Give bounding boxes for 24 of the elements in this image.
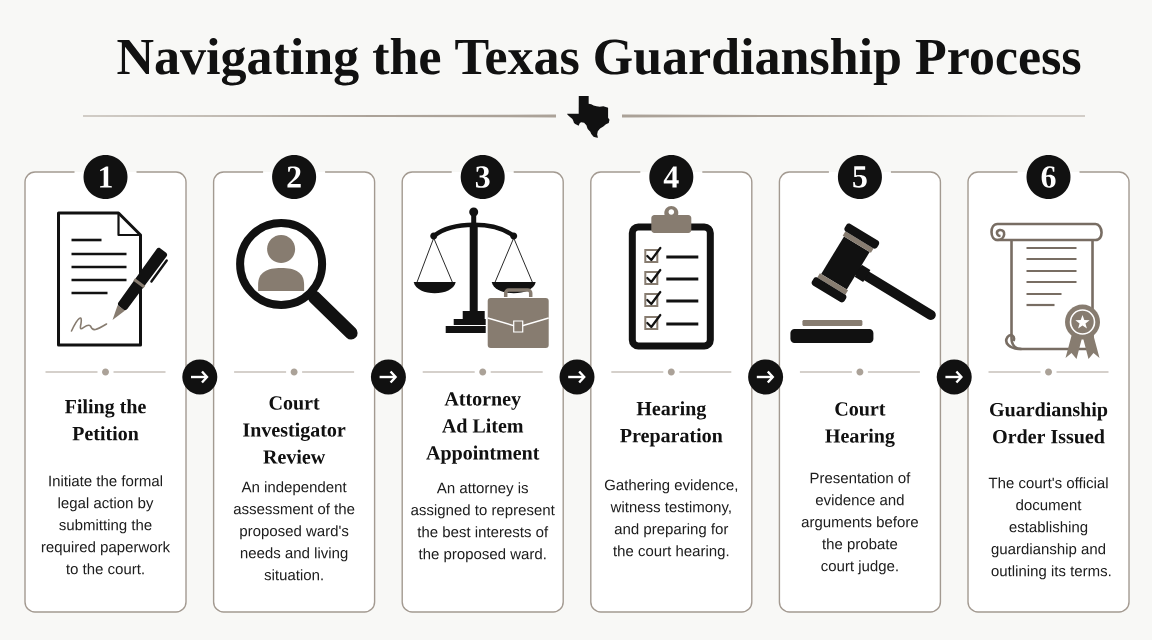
step-description: Gathering evidence, witness testimony, and preparing for the court hearing. [604,479,738,560]
step-number: 5 [837,155,882,199]
step-title: Filing the Petition [65,399,146,441]
step-description: An attorney is assigned to represent the best interests of the proposed ward. [411,482,555,563]
step-title: Guardianship Order Issued [990,402,1108,444]
circled-arrow [182,359,218,395]
step-title: Court Hearing [825,402,895,447]
step-description: An independent assessment of the proposed ward's needs and living situation. [233,481,355,581]
step-title: Court Investigator Review [243,396,346,464]
step-number: 4 [649,155,694,199]
title: Navigating the Texas Guardianship Process [117,37,1081,86]
step-description: Presentation of evidence and arguments before the probate court judge. [801,472,918,575]
step-description: The court's official document establishing guardianship and outlining its terms. [988,477,1111,580]
step-description: Initiate the formal legal action by submitting the required paperwork to the court. [41,475,171,575]
step-number: 3 [460,155,505,199]
circled-arrow [370,359,406,395]
circled-arrow [748,359,784,395]
circled-arrow [936,359,972,395]
step-title: Attorney Ad Litem Appointment [426,392,540,464]
step-number: 6 [1026,155,1071,199]
circled-arrow [559,359,595,395]
step-number: 2 [272,155,317,199]
step-title: Hearing Preparation [620,401,723,447]
step-number: 1 [83,155,128,199]
